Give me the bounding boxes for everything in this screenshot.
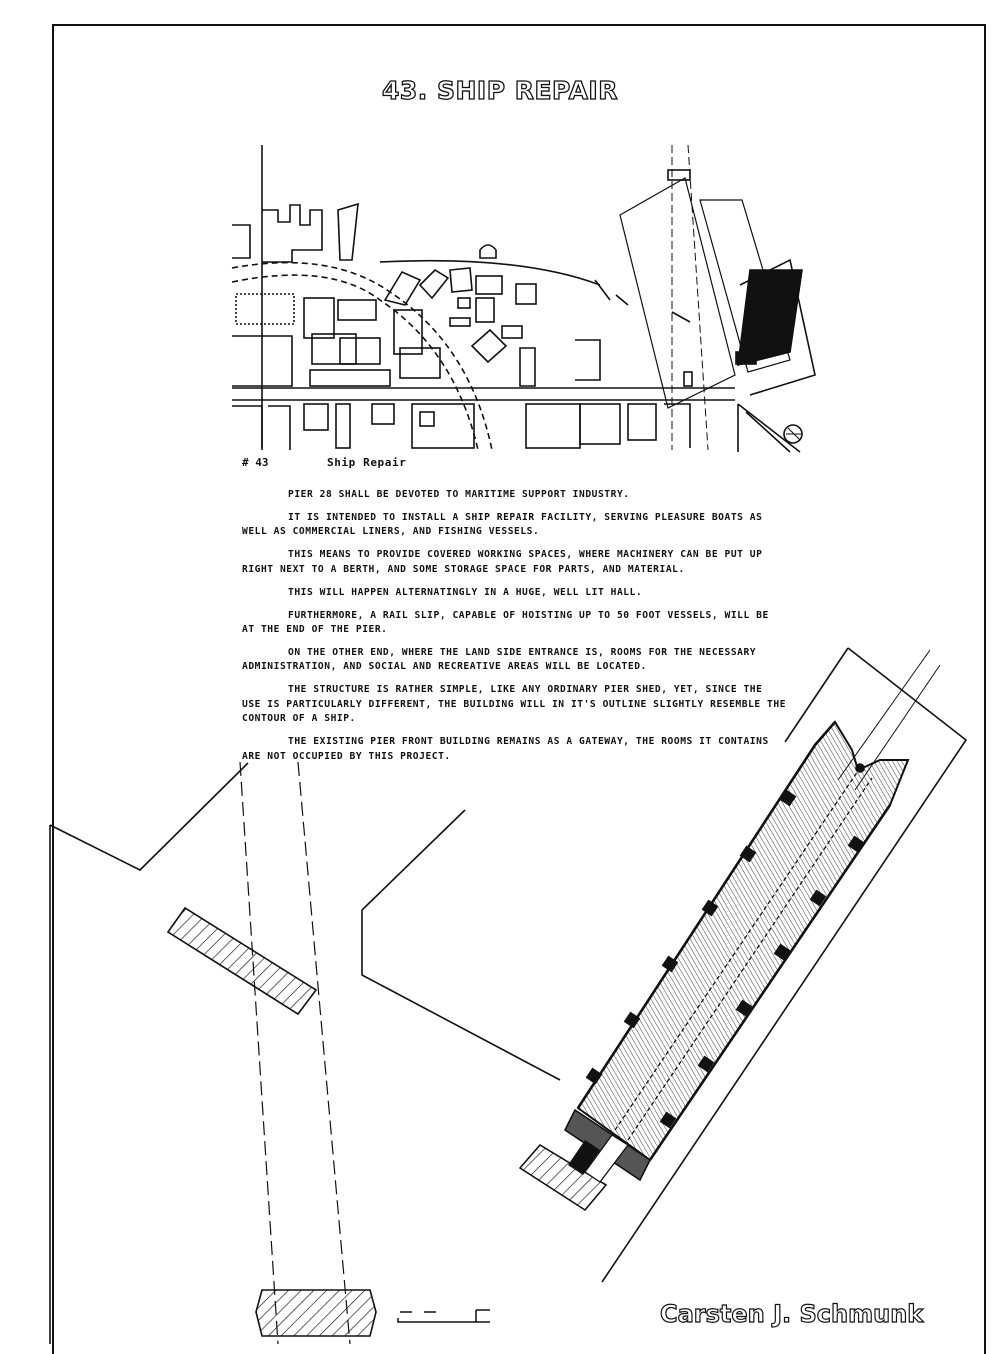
paragraph: The existing pier front building remains…	[242, 736, 769, 762]
author-signature: Carsten J. Schmunk	[659, 1299, 924, 1328]
description-text: Pier 28 shall be devoted to maritime sup…	[242, 488, 787, 773]
paragraph: Pier 28 shall be devoted to maritime sup…	[288, 489, 630, 500]
caption-number: # 43	[242, 456, 269, 469]
paragraph: This means to provide covered working sp…	[242, 549, 763, 575]
paragraph: On the other end, where the land side en…	[242, 646, 757, 673]
paragraph: This will happen alternatingly in a huge…	[288, 586, 643, 598]
paragraph: The structure is rather simple, like any…	[242, 684, 787, 725]
paragraph: It is intended to install a ship repair …	[242, 511, 763, 538]
paragraph: Furthermore, a rail slip, capable of hoi…	[242, 609, 769, 636]
site-plan	[231, 144, 816, 453]
pier-plan	[49, 647, 968, 1344]
caption-title: Ship Repair	[327, 456, 407, 469]
page-frame	[52, 24, 986, 1354]
page-title: 43. SHIP REPAIR	[381, 75, 618, 105]
scale-bar	[397, 1309, 490, 1323]
